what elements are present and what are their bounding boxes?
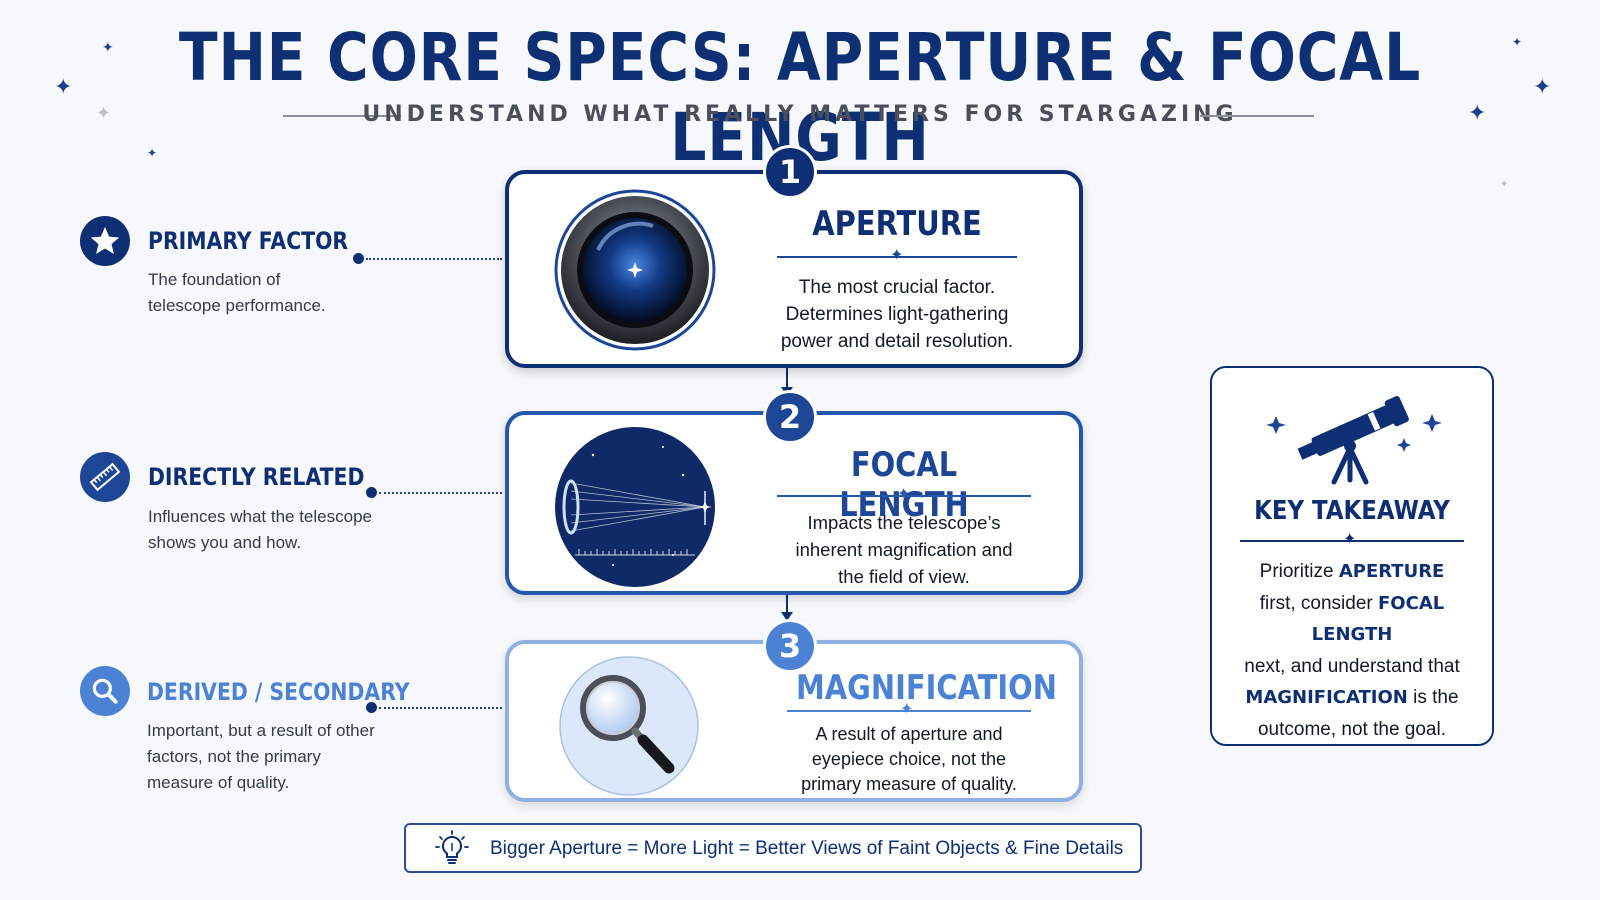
subtitle-rule-left (283, 115, 401, 117)
label-directly-related-body: Influences what the telescope shows you … (148, 507, 372, 552)
subtitle-rule-right (1200, 115, 1314, 117)
card-divider (777, 495, 1031, 497)
connector-dot (366, 702, 377, 713)
magnifying-glass-icon (559, 656, 699, 796)
connector-line (379, 707, 502, 709)
sparkle-icon: ✦ (147, 146, 158, 160)
card-description: The most crucial factor. Determines ligh… (780, 277, 1014, 352)
sparkle-icon: ✦ (1533, 74, 1552, 99)
takeaway-divider (1240, 540, 1464, 542)
card-title: MAGNIFICATION (796, 668, 1057, 708)
card-divider (787, 710, 1031, 712)
star-badge-icon (80, 216, 130, 266)
takeaway-title: KEY TAKEAWAY (1254, 496, 1450, 526)
flow-arrow-head (781, 612, 793, 621)
sparkle-icon: ✦ (1468, 100, 1487, 125)
flow-arrow-line (786, 366, 788, 390)
page-subtitle: UNDERSTAND WHAT REALLY MATTERS FOR STARG… (362, 102, 1238, 127)
flow-arrow-line (786, 595, 788, 615)
label-primary-factor-body: The foundation of telescope performance. (148, 270, 326, 315)
card-title: APERTURE (812, 204, 982, 244)
sparkle-icon: ✦ (54, 74, 73, 99)
keyword-focal-length: FOCAL LENGTH (1311, 592, 1445, 646)
card-aperture: 1 APERTURE ✦ The most crucial factor. De… (505, 145, 1083, 368)
connector-line (366, 258, 502, 260)
keyword-aperture: APERTURE (1338, 561, 1445, 582)
connector-line (379, 492, 502, 494)
footer-formula-text: Bigger Aperture = More Light = Better Vi… (490, 838, 1124, 859)
sparkle-icon: ✦ (1512, 35, 1523, 49)
step-number-badge: 1 (763, 145, 817, 199)
card-description: A result of aperture and eyepiece choice… (801, 724, 1017, 794)
step-number-badge: 2 (763, 390, 817, 444)
telescope-lens-icon (554, 189, 716, 351)
card-title: FOCAL LENGTH (839, 445, 969, 525)
keyword-magnification: MAGNIFICATION (1245, 687, 1408, 708)
step-number-badge: 3 (763, 619, 817, 673)
label-derived-secondary: DERIVED / SECONDARY (147, 678, 410, 706)
label-primary-factor: PRIMARY FACTOR (148, 227, 349, 255)
telescope-icon (1266, 396, 1442, 485)
footer-formula-box: Bigger Aperture = More Light = Better Vi… (404, 823, 1142, 873)
label-derived-secondary-body: Important, but a result of other factors… (147, 721, 375, 792)
connector-dot (353, 253, 364, 264)
sparkle-icon: ✦ (1500, 179, 1509, 190)
sparkle-icon: ✦ (96, 103, 112, 123)
card-divider (777, 256, 1017, 258)
card-description: Impacts the telescope’s inherent magnifi… (795, 512, 1013, 587)
ruler-icon (80, 452, 130, 502)
lightbulb-icon (435, 830, 469, 864)
takeaway-text: Prioritize APERTURE first, consider FOCA… (1244, 561, 1460, 740)
connector-dot (366, 487, 377, 498)
divider-star-icon: ✦ (890, 247, 904, 264)
key-takeaway-panel: KEY TAKEAWAY ✦ Prioritize APERTURE first… (1210, 366, 1494, 746)
page-title: THE CORE SPECS: APERTURE & FOCAL LENGTH (178, 19, 1422, 176)
divider-star-icon: ✦ (900, 701, 914, 718)
magnifier-icon (80, 666, 130, 716)
divider-star-icon: ✦ (1343, 531, 1357, 548)
card-focal-length: 2 FOCAL LENGTH ✦ Impacts the telescope’s… (505, 390, 1083, 595)
sparkle-icon: ✦ (102, 39, 114, 55)
label-directly-related: DIRECTLY RELATED (148, 463, 365, 491)
focal-light-path-icon (555, 427, 715, 587)
subtitle-row: UNDERSTAND WHAT REALLY MATTERS FOR STARG… (0, 100, 1600, 130)
card-magnification: 3 MAGNIFICATION ✦ A result of aperture a… (505, 619, 1083, 802)
divider-star-icon: ✦ (897, 486, 911, 503)
